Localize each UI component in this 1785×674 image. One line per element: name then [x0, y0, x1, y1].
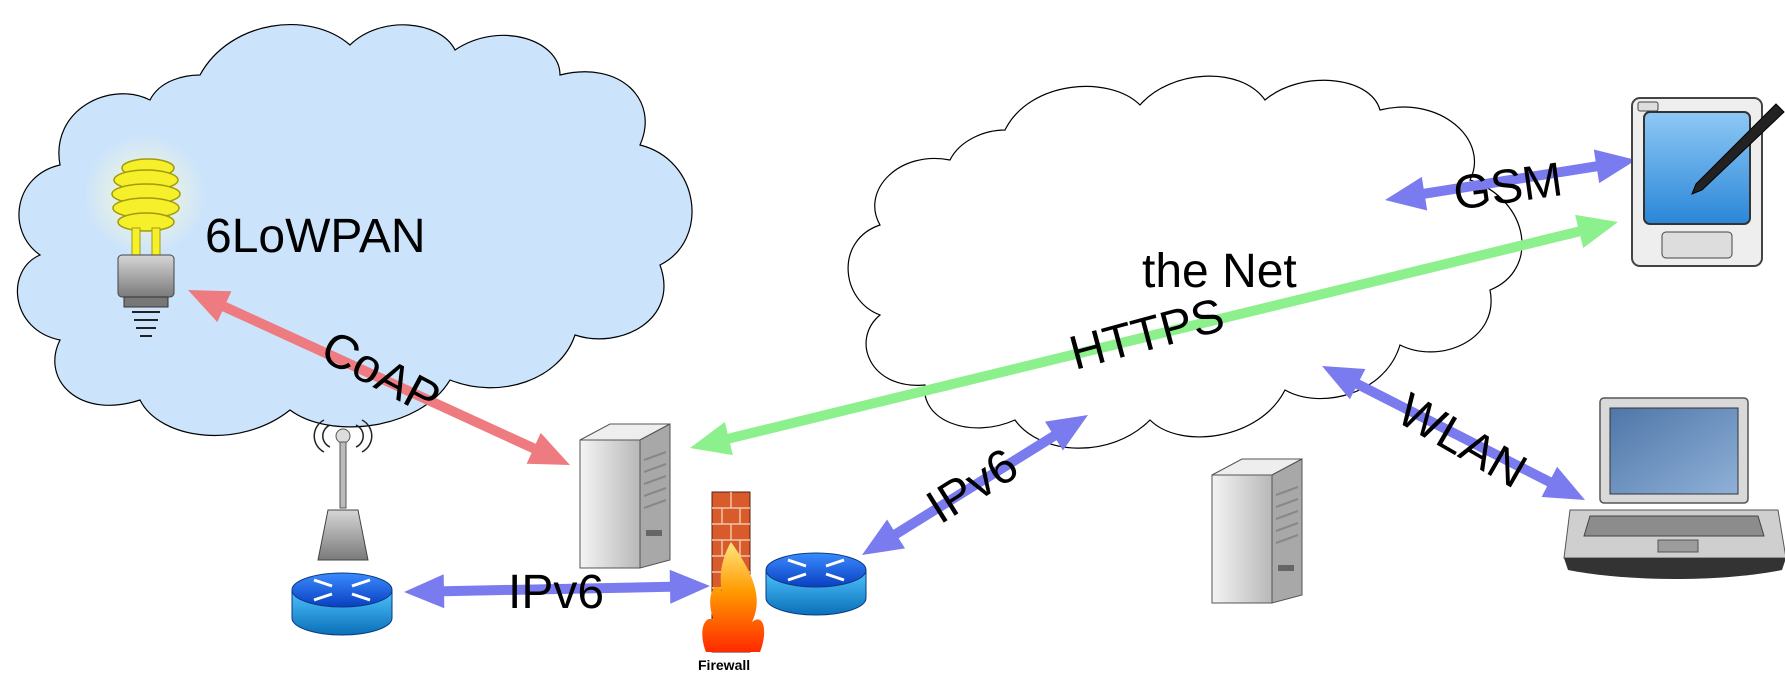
pda-icon [1631, 97, 1785, 267]
wlan-arrow [1322, 366, 1585, 500]
ipv6-diag-label: IPv6 [918, 438, 1028, 534]
ipv6-bottom-label: IPv6 [508, 566, 604, 619]
https-arrow [690, 214, 1618, 456]
server-icon [1211, 458, 1303, 604]
net-label: the Net [1142, 245, 1297, 298]
coap-arrow [188, 290, 570, 465]
firewall-label: Firewall [698, 657, 750, 673]
arrows-layer [188, 149, 1636, 609]
router-icon [291, 572, 393, 636]
ipv6-diag-arrow [862, 415, 1088, 555]
bulb-icon [85, 135, 205, 337]
wlan-label: WLAN [1389, 384, 1536, 499]
lowpan-label: 6LoWPAN [205, 210, 426, 263]
gsm-arrow [1385, 149, 1636, 211]
net-cloud [847, 75, 1523, 449]
ipv6-bottom-arrow [404, 569, 710, 609]
antenna-icon [313, 419, 373, 561]
lowpan-cloud [16, 24, 693, 437]
firewall-icon [702, 491, 765, 653]
laptop-icon [1563, 397, 1785, 579]
server-icon [579, 423, 671, 569]
router-icon [765, 552, 867, 616]
